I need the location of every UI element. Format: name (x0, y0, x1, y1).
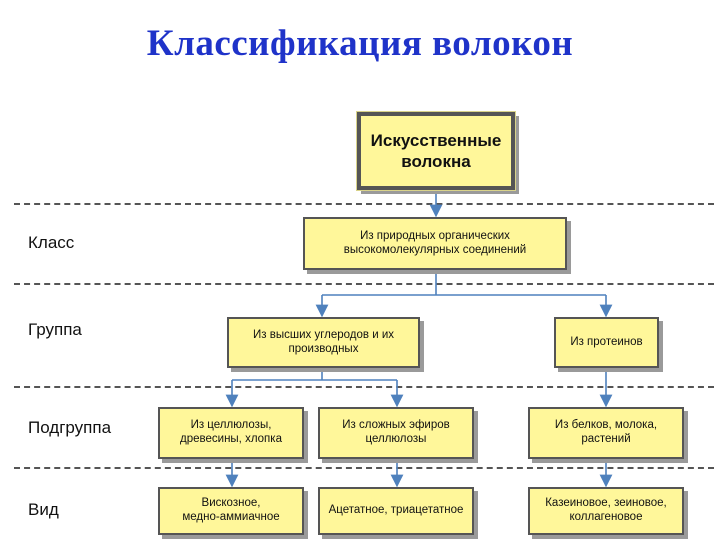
row-separator (14, 283, 714, 285)
row-separator (14, 467, 714, 469)
node-type-viscose: Вискозное, медно-аммиачное (158, 487, 304, 535)
row-label-class: Класс (28, 233, 75, 252)
row-label-subgroup: Подгруппа (28, 418, 112, 437)
node-type-casein: Казеиновое, зеиновое, коллагеновое (528, 487, 684, 535)
row-label-group: Группа (28, 320, 82, 339)
node-sub-proteins: Из белков, молока, растений (528, 407, 684, 459)
node-class-main-label: Из природных органических высокомолекуля… (343, 229, 527, 256)
node-root-label: Искусственные волокна (370, 130, 502, 171)
node-type-casein-label: Казеиновое, зеиновое, коллагеновое (545, 497, 667, 523)
node-group-carbon: Из высших углеродов и их производных (227, 317, 420, 368)
row-label-type: Вид (28, 500, 59, 519)
node-sub-cellulose: Из целлюлозы, древесины, хлопка (158, 407, 304, 459)
node-group-proteins-label: Из протеинов (570, 335, 643, 348)
node-class-main: Из природных органических высокомолекуля… (303, 217, 567, 270)
row-separator (14, 203, 714, 205)
node-root: Искусственные волокна (356, 111, 516, 191)
row-separator (14, 386, 714, 388)
node-type-viscose-label: Вискозное, медно-аммиачное (182, 497, 280, 523)
node-sub-esters: Из сложных эфиров целлюлозы (318, 407, 474, 459)
node-group-carbon-label: Из высших углеродов и их производных (253, 328, 394, 355)
node-group-proteins: Из протеинов (554, 317, 659, 368)
node-sub-proteins-label: Из белков, молока, растений (554, 419, 658, 445)
node-sub-esters-label: Из сложных эфиров целлюлозы (342, 419, 450, 445)
node-type-acetate: Ацетатное, триацетатное (318, 487, 474, 535)
page-title: Классификация волокон (146, 23, 574, 64)
node-type-acetate-label: Ацетатное, триацетатное (328, 504, 464, 517)
node-sub-cellulose-label: Из целлюлозы, древесины, хлопка (180, 419, 282, 445)
